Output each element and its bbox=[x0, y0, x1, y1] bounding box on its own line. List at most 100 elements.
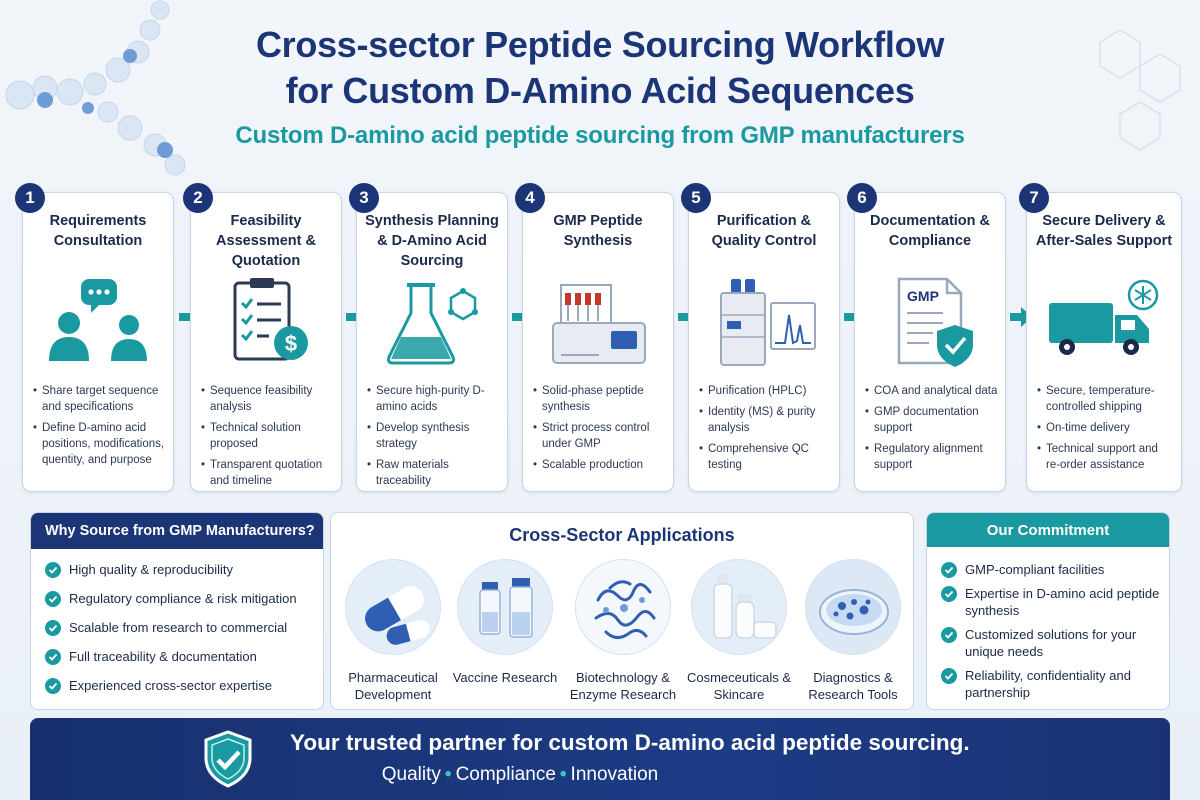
step-bullet: Scalable production bbox=[533, 457, 667, 473]
step-number-badge: 3 bbox=[349, 183, 379, 213]
check-icon bbox=[45, 678, 61, 694]
check-icon bbox=[941, 586, 957, 602]
why-source-heading: Why Source from GMP Manufacturers? bbox=[31, 513, 323, 549]
separator-dot-icon: • bbox=[444, 764, 452, 785]
check-icon bbox=[45, 620, 61, 636]
chat-people-icon bbox=[49, 279, 147, 361]
list-item-text: Reliability, confidentiality and partner… bbox=[965, 668, 1131, 700]
page-title-line-1: Cross-sector Peptide Sourcing Workflow bbox=[255, 24, 945, 65]
step-bullet-list: Solid-phase peptide synthesis Strict pro… bbox=[533, 383, 667, 478]
step-bullet: Strict process control under GMP bbox=[533, 420, 667, 452]
list-item: Regulatory compliance & risk mitigation bbox=[45, 590, 323, 607]
step-card-7: 7 Secure Delivery & After-Sales Support … bbox=[1019, 183, 1182, 492]
step-bullet-list: COA and analytical data GMP documentatio… bbox=[865, 383, 999, 478]
step-bullet: Sequence feasibility analysis bbox=[201, 383, 335, 415]
step-bullet: Regulatory alignment support bbox=[865, 441, 999, 473]
check-icon bbox=[45, 562, 61, 578]
application-item-diagnostics: Diagnostics & Research Tools bbox=[795, 559, 911, 703]
step-title: Documentation & Compliance bbox=[869, 213, 991, 249]
list-item: Customized solutions for your unique nee… bbox=[941, 626, 1169, 660]
skincare-bottles-icon bbox=[691, 559, 787, 655]
list-item: Reliability, confidentiality and partner… bbox=[941, 667, 1169, 701]
list-item-text: Regulatory compliance & risk mitigation bbox=[69, 591, 297, 606]
step-bullet-list: Share target sequence and specifications… bbox=[33, 383, 167, 473]
check-icon bbox=[941, 668, 957, 684]
check-icon bbox=[941, 562, 957, 578]
list-item-text: Experienced cross-sector expertise bbox=[69, 678, 273, 693]
step-card-2: 2 Feasibility Assessment & Quotation $ S… bbox=[183, 183, 342, 494]
list-item-text: Scalable from research to commercial bbox=[69, 620, 288, 635]
why-source-panel: Why Source from GMP Manufacturers? High … bbox=[30, 512, 324, 710]
step-card-1: 1 Requirements Consultation Share target… bbox=[15, 183, 174, 492]
step-bullet-list: Secure high-purity D-amino acids Develop… bbox=[367, 383, 501, 494]
step-bullet: Share target sequence and specifications bbox=[33, 383, 167, 415]
step-title: Secure Delivery & After-Sales Support bbox=[1035, 213, 1173, 249]
gmp-document-shield-icon: GMP bbox=[897, 277, 973, 367]
step-bullet: Technical solution proposed bbox=[201, 420, 335, 452]
cold-chain-truck-icon bbox=[1049, 279, 1159, 355]
list-item-text: Full traceability & documentation bbox=[69, 649, 257, 664]
footer-banner: Your trusted partner for custom D-amino … bbox=[30, 718, 1170, 800]
list-item: Scalable from research to commercial bbox=[45, 619, 323, 636]
svg-text:$: $ bbox=[285, 331, 297, 356]
synthesizer-icon bbox=[552, 284, 646, 364]
application-item-pharma: Pharmaceutical Development bbox=[335, 559, 451, 703]
step-bullet: Solid-phase peptide synthesis bbox=[533, 383, 667, 415]
application-label: Vaccine Research bbox=[452, 670, 558, 685]
step-number-badge: 7 bbox=[1019, 183, 1049, 213]
why-source-list: High quality & reproducibility Regulator… bbox=[31, 549, 323, 694]
banner-values: Quality•Compliance•Innovation bbox=[290, 764, 750, 786]
application-label: Diagnostics & Research Tools bbox=[808, 670, 898, 702]
step-bullet: Technical support and re-order assistanc… bbox=[1037, 441, 1175, 473]
step-bullet-list: Secure, temperature-controlled shipping … bbox=[1037, 383, 1175, 478]
list-item-text: GMP-compliant facilities bbox=[965, 562, 1105, 577]
step-bullet-list: Sequence feasibility analysis Technical … bbox=[201, 383, 335, 494]
step-bullet: Raw materials traceability bbox=[367, 457, 501, 489]
step-number-badge: 6 bbox=[847, 183, 877, 213]
protein-structure-icon bbox=[575, 559, 671, 655]
list-item-text: Customized solutions for your unique nee… bbox=[965, 627, 1137, 659]
application-label: Pharmaceutical Development bbox=[348, 670, 438, 702]
page-subtitle: Custom D-amino acid peptide sourcing fro… bbox=[235, 122, 965, 149]
list-item-text: High quality & reproducibility bbox=[69, 562, 234, 577]
step-bullet: On-time delivery bbox=[1037, 420, 1175, 436]
step-card-5: 5 Purification & Quality Control Purific… bbox=[681, 183, 840, 492]
step-bullet: COA and analytical data bbox=[865, 383, 999, 399]
step-bullet: GMP documentation support bbox=[865, 404, 999, 436]
clipboard-dollar-icon: $ bbox=[233, 278, 308, 361]
workflow-steps: 1 Requirements Consultation Share target… bbox=[15, 183, 1182, 494]
banner-tagline: Your trusted partner for custom D-amino … bbox=[290, 730, 970, 755]
list-item-text: Expertise in D-amino acid peptide synthe… bbox=[965, 586, 1160, 618]
check-icon bbox=[45, 591, 61, 607]
commitment-heading: Our Commitment bbox=[927, 513, 1169, 547]
applications-panel: Cross-Sector Applications Pharmaceutical… bbox=[330, 512, 914, 710]
step-title: Requirements Consultation bbox=[49, 213, 147, 249]
application-item-vaccine: Vaccine Research bbox=[447, 559, 563, 686]
banner-value: Innovation bbox=[570, 764, 659, 785]
commitment-list: GMP-compliant facilities Expertise in D-… bbox=[927, 547, 1169, 701]
step-bullet: Secure high-purity D-amino acids bbox=[367, 383, 501, 415]
list-item: GMP-compliant facilities bbox=[941, 561, 1169, 578]
list-item: High quality & reproducibility bbox=[45, 561, 323, 578]
step-number-badge: 4 bbox=[515, 183, 545, 213]
banner-value: Compliance bbox=[455, 764, 556, 785]
step-bullet: Develop synthesis strategy bbox=[367, 420, 501, 452]
step-number-badge: 5 bbox=[681, 183, 711, 213]
list-item: Experienced cross-sector expertise bbox=[45, 677, 323, 694]
doc-gmp-label: GMP bbox=[907, 288, 939, 304]
check-icon bbox=[941, 627, 957, 643]
step-title: Feasibility Assessment & Quotation bbox=[216, 213, 316, 269]
step-title: Purification & Quality Control bbox=[711, 213, 817, 249]
step-bullet: Define D-amino acid positions, modificat… bbox=[33, 420, 167, 468]
step-number-badge: 2 bbox=[183, 183, 213, 213]
commitment-panel: Our Commitment GMP-compliant facilities … bbox=[926, 512, 1170, 710]
capsule-pills-icon bbox=[345, 559, 441, 655]
step-bullet-list: Purification (HPLC) Identity (MS) & puri… bbox=[699, 383, 833, 478]
step-bullet: Transparent quotation and timeline bbox=[201, 457, 335, 489]
page-title-line-2: for Custom D-Amino Acid Sequences bbox=[285, 70, 915, 111]
step-card-3: 3 Synthesis Planning & D-Amino Acid Sour… bbox=[349, 183, 508, 494]
shield-check-icon bbox=[204, 730, 252, 788]
hplc-chromatogram-icon bbox=[720, 279, 816, 366]
step-title: Synthesis Planning & D-Amino Acid Sourci… bbox=[365, 213, 499, 269]
check-icon bbox=[45, 649, 61, 665]
